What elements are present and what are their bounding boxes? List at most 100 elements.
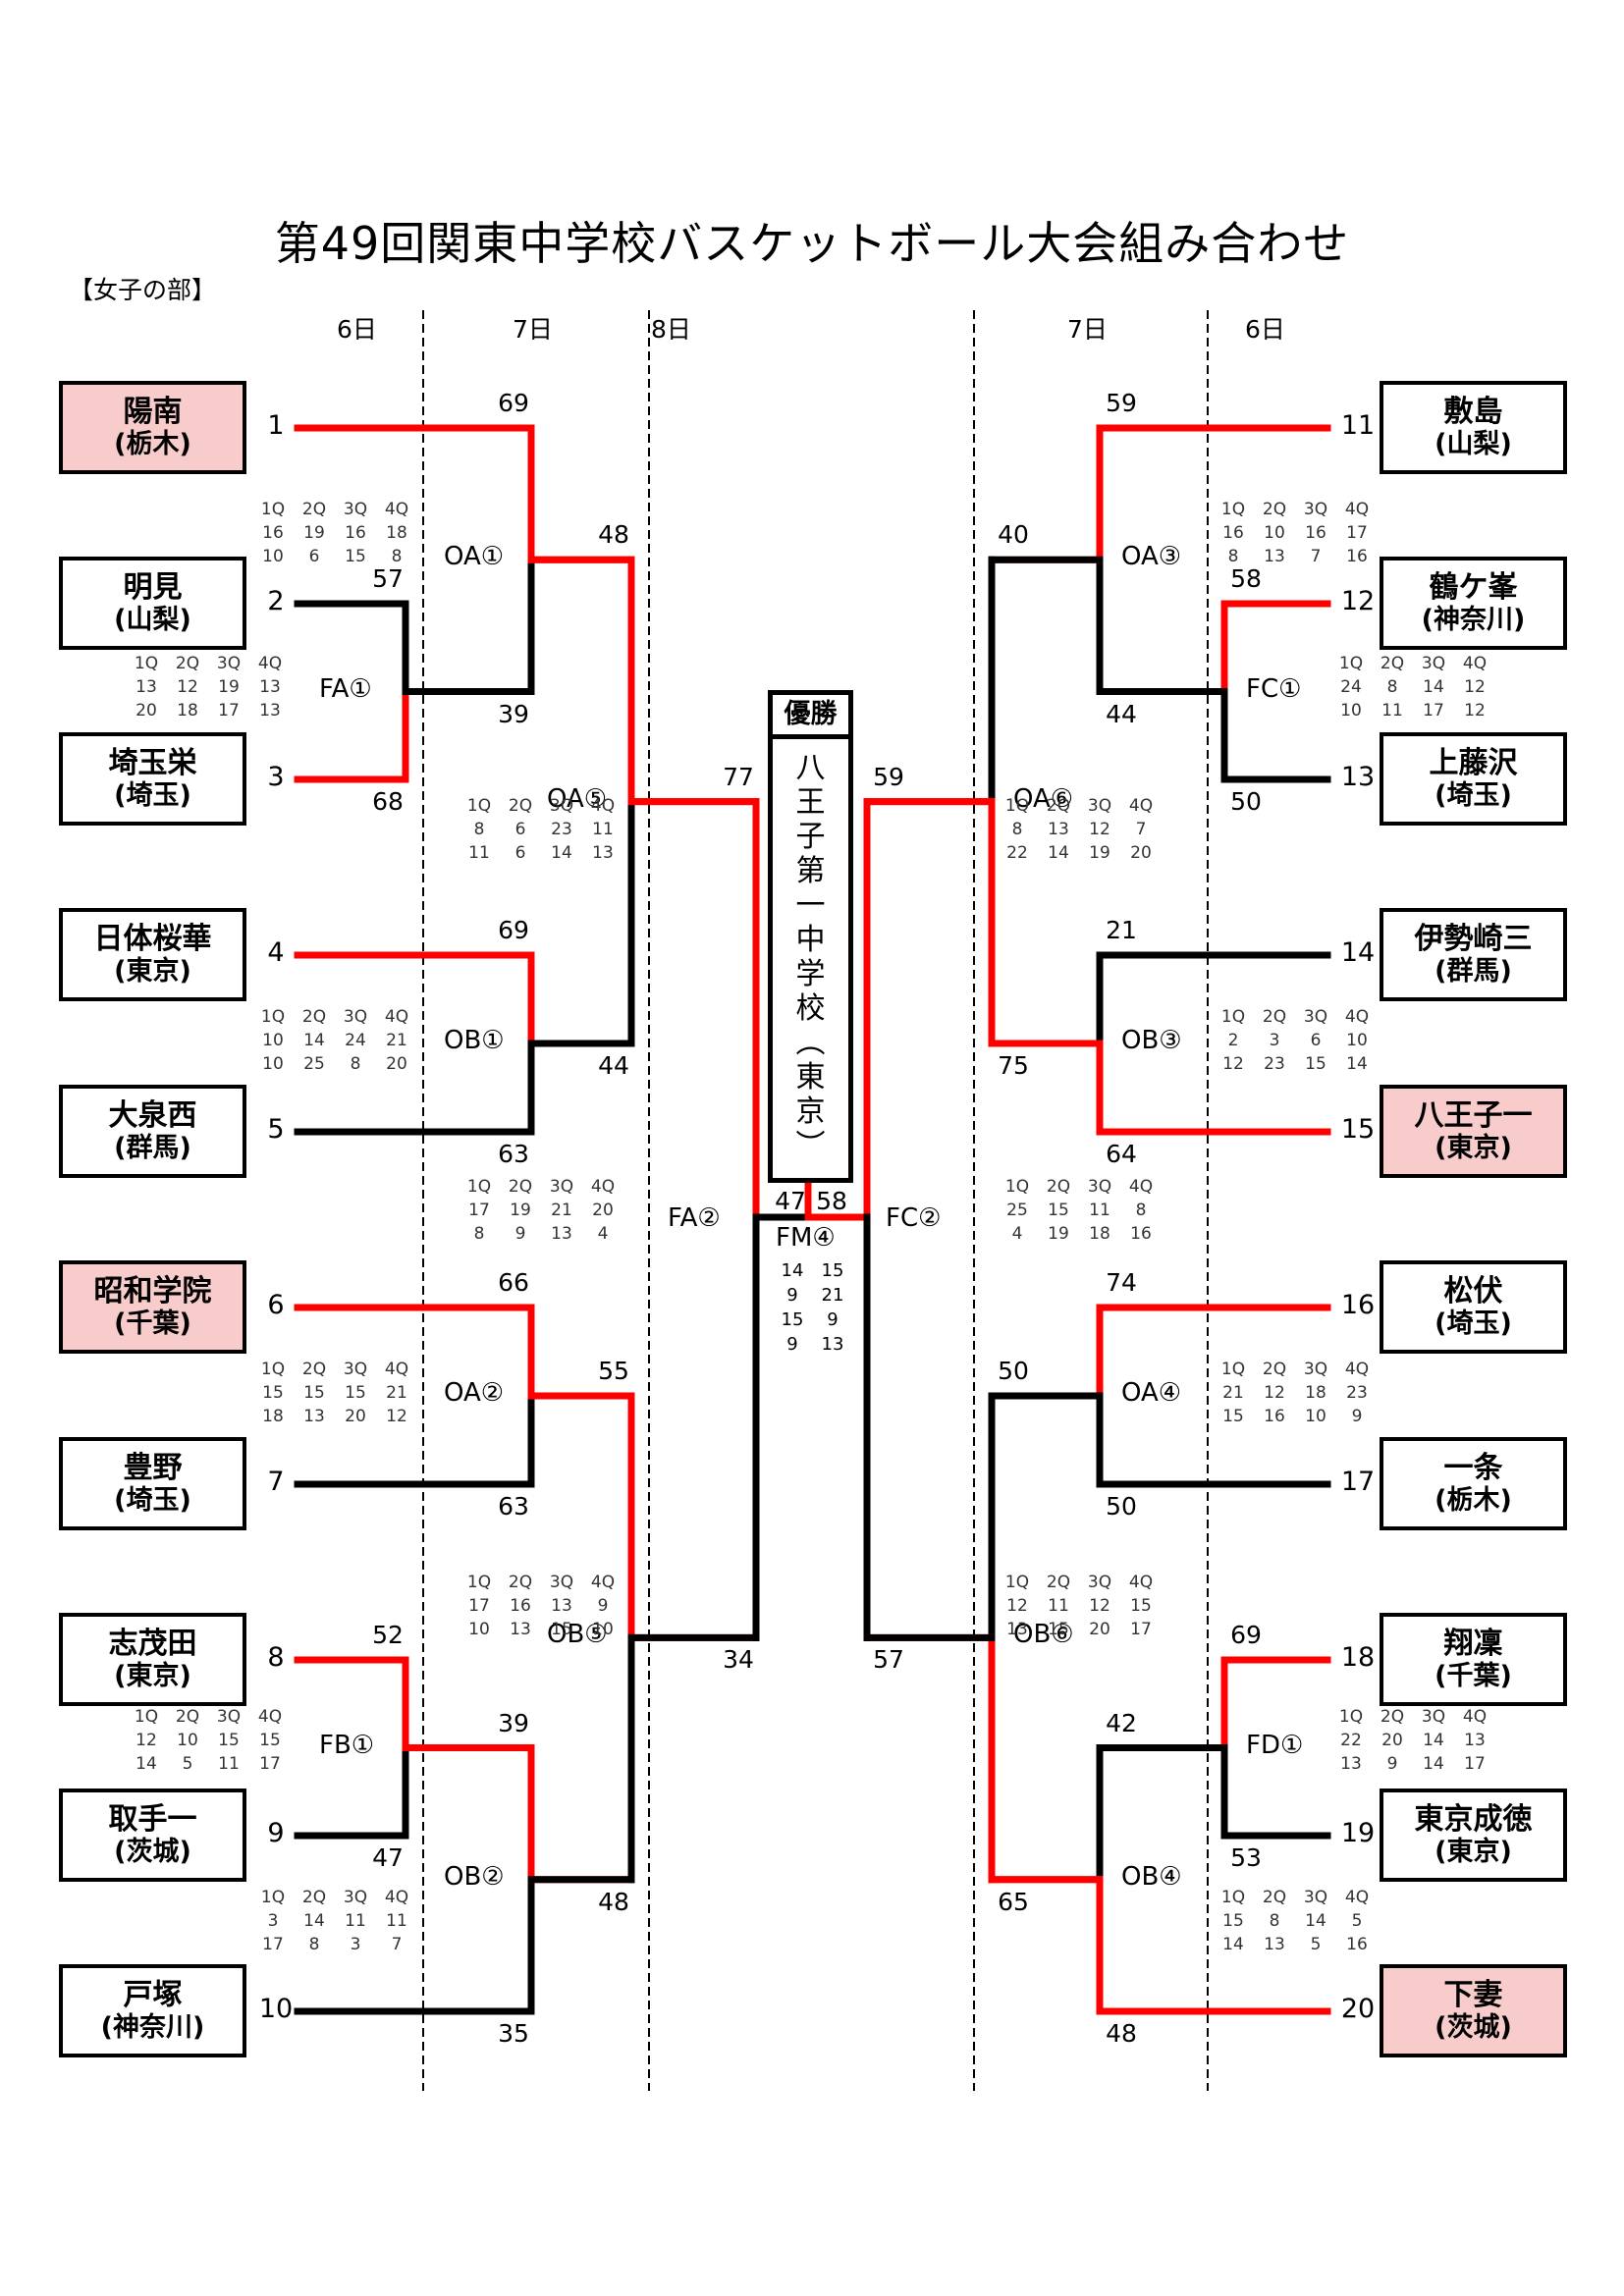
- quarter-cell: 4Q: [257, 654, 283, 673]
- quarter-cell: 21: [551, 1201, 572, 1220]
- quarter-cell: 22: [1340, 1731, 1362, 1750]
- quarter-cell: 3Q: [549, 1177, 574, 1197]
- quarter-cell: 2Q: [1046, 796, 1071, 816]
- game-code: OA③: [1121, 542, 1182, 572]
- quarter-cell: 3Q: [549, 796, 574, 816]
- quarter-cell: 4Q: [590, 1177, 616, 1197]
- quarter-cell: 1Q: [466, 1177, 492, 1197]
- quarter-cell: 8: [308, 1935, 320, 1954]
- game-code: OA⑥: [1013, 783, 1074, 814]
- score-top: 42: [1106, 1708, 1137, 1737]
- quarter-cell: 14: [303, 1911, 325, 1931]
- quarter-cell: 1Q: [260, 1007, 286, 1027]
- score-bottom: 63: [498, 1492, 529, 1521]
- quarter-cell: 2Q: [1262, 500, 1287, 519]
- quarter-cell: 20: [1381, 1731, 1403, 1750]
- quarter-cell: 17: [262, 1935, 284, 1954]
- team-name: 伊勢崎三: [1414, 921, 1533, 956]
- score-top: 39: [498, 1708, 529, 1737]
- quarter-cell: 15: [345, 547, 366, 566]
- quarter-cell: 1Q: [1338, 654, 1364, 673]
- quarter-cell: 10: [592, 1620, 614, 1639]
- quarter-cell: 18: [262, 1407, 284, 1426]
- quarter-cell: 16: [1305, 523, 1326, 543]
- quarter-cell: 4: [597, 1224, 609, 1244]
- team-name: 埼玉栄: [108, 745, 197, 780]
- final-quarter-right: 15: [821, 1260, 844, 1281]
- quarter-cell: 3Q: [1303, 500, 1328, 519]
- score-bottom: 50: [1106, 1492, 1137, 1521]
- team-seed-number: 15: [1340, 1114, 1376, 1145]
- quarter-cell: 2Q: [301, 1888, 327, 1907]
- quarter-cell: 20: [1089, 1620, 1110, 1639]
- score-bottom: 44: [598, 1051, 629, 1080]
- quarter-cell: 3: [1269, 1031, 1280, 1050]
- quarter-cell: 15: [262, 1383, 284, 1403]
- final-quarter-right: 9: [827, 1309, 839, 1330]
- quarter-cell: 14: [135, 1754, 157, 1774]
- quarter-cell: 13: [592, 843, 614, 863]
- final-left-score: 47: [775, 1187, 806, 1215]
- team-prefecture: (神奈川): [1421, 605, 1526, 636]
- team-seed-number: 13: [1340, 762, 1376, 792]
- division-label: 【女子の部】: [69, 276, 217, 304]
- score-bottom: 68: [372, 787, 404, 816]
- quarter-cell: 8: [1135, 1201, 1147, 1220]
- quarter-cell: 17: [468, 1596, 490, 1616]
- team-prefecture: (山梨): [114, 605, 191, 636]
- quarter-cell: 4Q: [257, 1707, 283, 1727]
- champion-name-char: 一: [795, 888, 826, 923]
- team-seed-number: 4: [267, 937, 285, 968]
- quarter-cell: 3Q: [1087, 1573, 1112, 1592]
- quarter-cell: 16: [345, 523, 366, 543]
- quarter-cell: 2: [1227, 1031, 1239, 1050]
- day-label-left-r2: 7日: [513, 315, 553, 344]
- quarter-cell: 10: [1305, 1407, 1326, 1426]
- quarter-cell: 3: [267, 1911, 279, 1931]
- quarter-cell: 15: [345, 1383, 366, 1403]
- quarter-cell: 6: [514, 843, 526, 863]
- game-code: OA⑤: [547, 783, 608, 814]
- score-top: 52: [372, 1621, 404, 1649]
- quarter-cell: 11: [345, 1911, 366, 1931]
- quarter-cell: 8: [1386, 677, 1398, 697]
- quarter-cell: 2Q: [175, 1707, 200, 1727]
- team-box: 伊勢崎三(群馬): [1380, 908, 1567, 1001]
- quarter-cell: 3Q: [1303, 1007, 1328, 1027]
- quarter-cell: 2Q: [1380, 654, 1405, 673]
- quarter-cell: 2Q: [301, 500, 327, 519]
- quarter-cell: 16: [262, 523, 284, 543]
- quarter-cell: 3Q: [1087, 1177, 1112, 1197]
- quarter-cell: 19: [1089, 843, 1110, 863]
- quarter-cell: 8: [350, 1054, 361, 1074]
- quarter-cell: 13: [259, 701, 281, 721]
- quarter-cell: 7: [391, 1935, 403, 1954]
- team-prefecture: (茨城): [114, 1837, 191, 1868]
- team-box: 埼玉栄(埼玉): [59, 732, 246, 826]
- game-code: OA②: [444, 1378, 505, 1408]
- quarter-cell: 9: [1351, 1407, 1363, 1426]
- team-seed-number: 14: [1340, 937, 1376, 968]
- team-seed-number: 17: [1340, 1467, 1376, 1497]
- quarter-cell: 10: [262, 1031, 284, 1050]
- team-prefecture: (東京): [1435, 1837, 1512, 1868]
- quarter-cell: 25: [1006, 1201, 1028, 1220]
- champion-name-char: 校: [795, 991, 826, 1026]
- quarter-cell: 17: [1423, 701, 1444, 721]
- team-name: 取手一: [108, 1801, 197, 1837]
- quarter-cell: 15: [551, 1620, 572, 1639]
- team-seed-number: 18: [1340, 1642, 1376, 1673]
- team-seed-number: 16: [1340, 1290, 1376, 1320]
- game-code: OB①: [444, 1026, 505, 1055]
- final-quarter-left: 9: [786, 1285, 798, 1306]
- team-seed-number: 1: [267, 410, 285, 441]
